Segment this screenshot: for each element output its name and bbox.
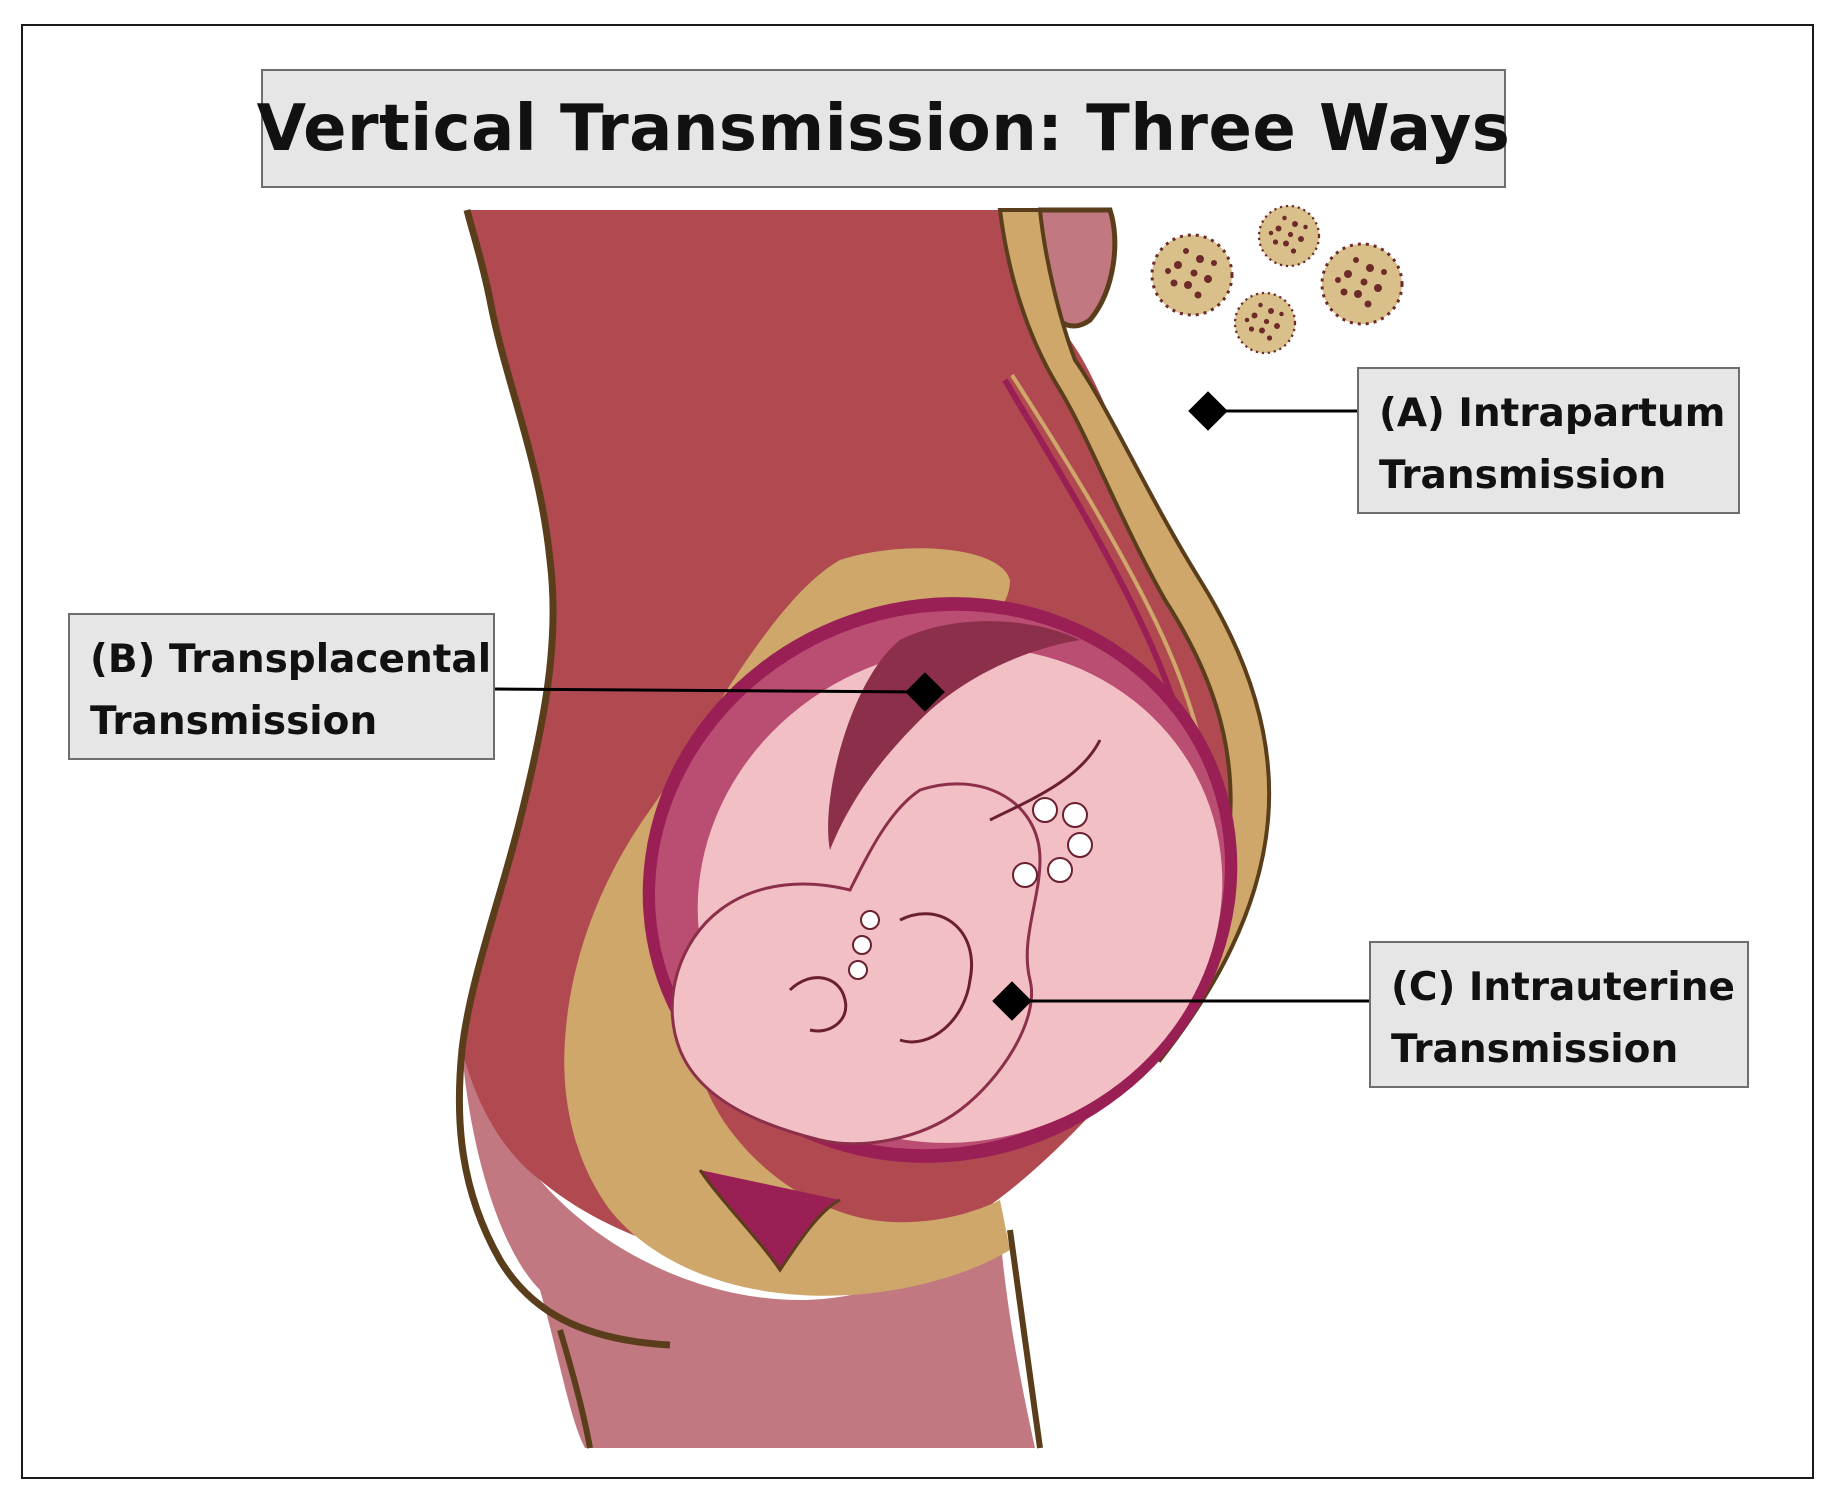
label-intrapartum-line1: (A) Intrapartum (1379, 391, 1726, 436)
pointer-a (1188, 391, 1357, 431)
leg-outline-right (1007, 1229, 1043, 1449)
fetus-limb (899, 912, 973, 1044)
label-intrauterine-line1: (C) Intrauterine (1391, 965, 1735, 1010)
body-lower-region (462, 1050, 1035, 1448)
fetus-digits (848, 797, 1093, 980)
virus-icon (1233, 291, 1297, 355)
label-intrapartum-line2: Transmission (1379, 453, 1667, 498)
label-transplacental: (B) Transplacental Transmission (68, 613, 495, 760)
diamond-marker-icon (992, 981, 1032, 1021)
label-transplacental-line2: Transmission (90, 699, 378, 744)
virus-icon (1150, 233, 1234, 317)
diamond-marker-icon (905, 672, 945, 712)
cervix (698, 1169, 841, 1273)
title-box: Vertical Transmission: Three Ways (257, 69, 1510, 188)
leg-outline-left (557, 1329, 593, 1449)
fat-layer-back (564, 548, 1010, 1296)
placenta (828, 621, 1080, 850)
fetus-arm (989, 739, 1102, 822)
figure-title: Vertical Transmission: Three Ways (256, 91, 1511, 166)
virus-icon (1320, 242, 1404, 326)
back-outline (455, 209, 671, 1349)
fetus-hand (788, 976, 848, 1033)
label-intrapartum: (A) Intrapartum Transmission (1357, 367, 1740, 514)
virus-icon (1257, 204, 1321, 268)
label-transplacental-line1: (B) Transplacental (90, 637, 492, 682)
label-intrauterine-line2: Transmission (1391, 1027, 1679, 1072)
pointer-c (992, 981, 1369, 1021)
virus-particles (1150, 204, 1404, 355)
pointer-b (494, 672, 945, 712)
diamond-marker-icon (1188, 391, 1228, 431)
label-intrauterine: (C) Intrauterine Transmission (1369, 941, 1749, 1088)
